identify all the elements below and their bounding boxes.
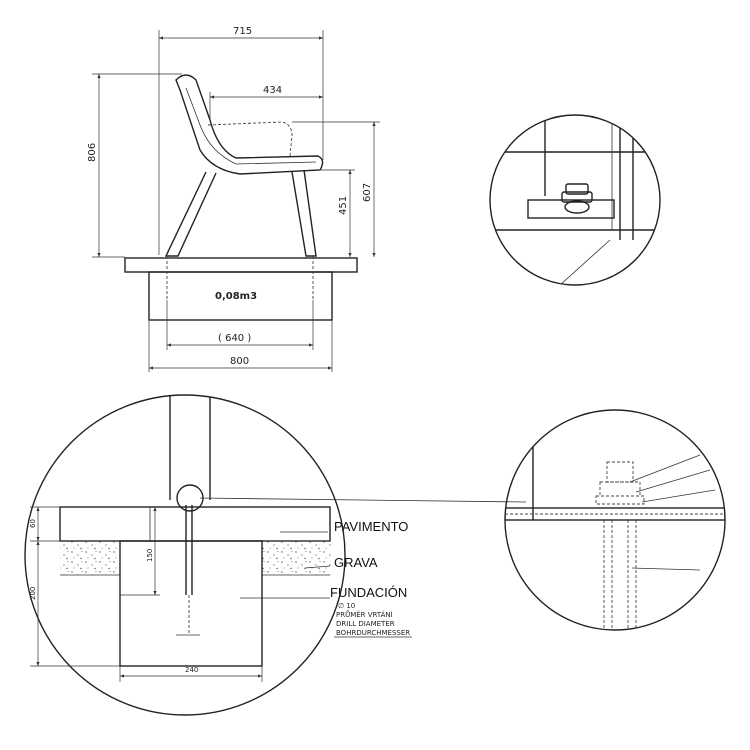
foundation-block — [148, 271, 333, 321]
dim-detail-foundation-width: 240 — [185, 666, 198, 674]
anchor-detail-circle — [504, 409, 726, 631]
dim-anchor-embed: 150 — [146, 549, 154, 562]
rear-leg — [291, 169, 317, 257]
drill-label-de: BOHRDURCHMESSER — [336, 629, 410, 637]
label-pavimento: PAVIMENTO — [334, 519, 408, 534]
dim-width-overall: 715 — [233, 26, 252, 37]
drill-diameter-value: ∅ 10 — [338, 602, 355, 610]
dim-foundation-depth: 200 — [29, 587, 37, 600]
label-fundacion: FUNDACIÓN — [330, 585, 407, 600]
detail-foundation — [119, 540, 263, 667]
detail-pavement — [59, 506, 331, 542]
drill-label-en: DRILL DIAMETER — [336, 620, 395, 628]
foundation-volume-label: 0,08m3 — [215, 291, 257, 302]
drill-label-cz: PRŮMĚR VRTÁNÍ — [336, 610, 393, 619]
bolt-detail-circle — [489, 114, 661, 286]
pavement-slab — [124, 257, 358, 273]
dim-seat-depth: 434 — [263, 85, 282, 96]
dim-anchor-spacing: ( 640 ) — [218, 333, 251, 344]
label-grava: GRAVA — [334, 555, 378, 570]
armrest-outline — [207, 121, 293, 157]
foundation-detail-circle: 60 150 200 240 PAVIMENTO GRAVA FUNDACIÓN… — [24, 394, 412, 716]
dim-height-overall: 806 — [87, 143, 98, 162]
chair-shell — [175, 74, 324, 175]
dim-armrest-height: 607 — [362, 183, 373, 202]
detail-connector-line — [199, 497, 527, 503]
chair-side-view: 0,08m3 715 434 806 451 607 ( 640 ) 800 — [87, 26, 380, 372]
dim-seat-height: 451 — [338, 196, 349, 215]
dim-pavement-thickness: 60 — [29, 519, 37, 528]
dim-foundation-width: 800 — [230, 356, 249, 367]
front-leg — [164, 171, 217, 257]
